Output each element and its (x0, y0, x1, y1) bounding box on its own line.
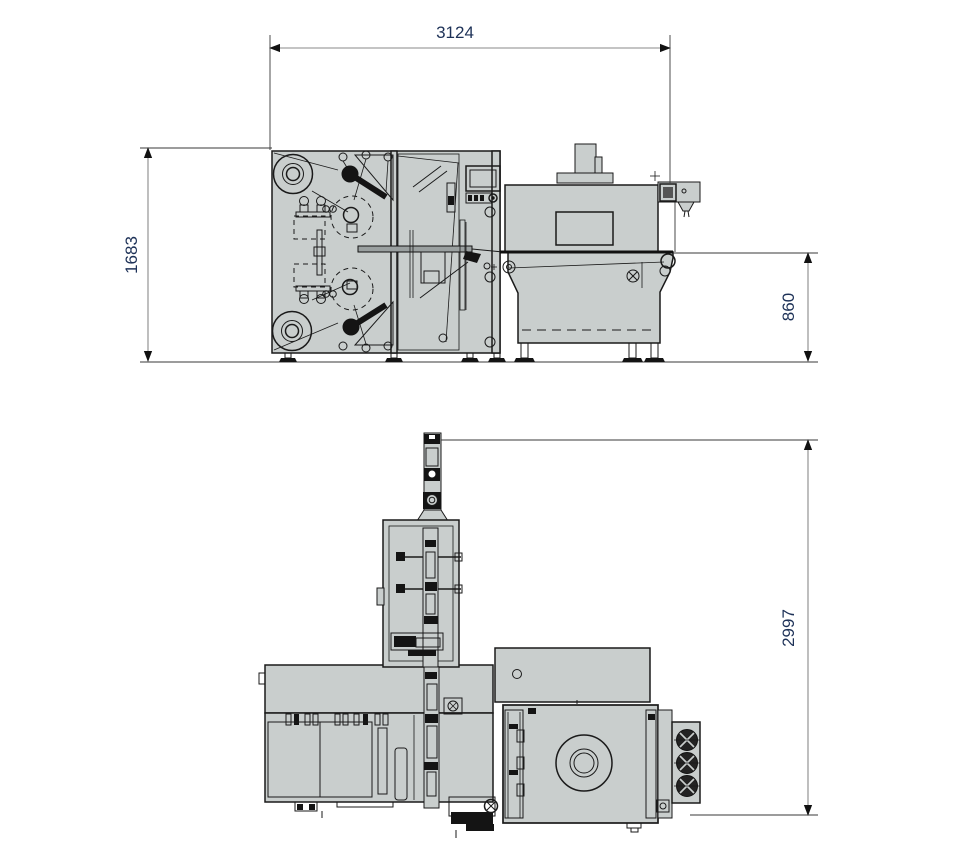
film-spreader-wheel-top (330, 195, 374, 239)
cooling-fan-bank (671, 721, 701, 804)
film-reel-top (272, 153, 314, 195)
fan-2 (674, 752, 700, 774)
dim-label-height: 1683 (122, 236, 141, 274)
belt-tension-knob (626, 262, 643, 288)
tunnel-window (555, 211, 614, 246)
film-spreader-wheel-bottom (330, 267, 374, 311)
dancer-arm-bottom (342, 300, 394, 346)
outfeed-table-block (494, 647, 651, 704)
sealing-cabinet-plan (376, 519, 463, 668)
film-arm (416, 432, 449, 524)
dimension-belt-height: 860 (673, 252, 818, 362)
tunnel-fan-circle (555, 734, 613, 792)
dimension-overall-height: 1683 (122, 147, 272, 362)
film-wrapper-cabinet (271, 150, 504, 354)
fan-3 (674, 775, 700, 797)
center-mechanism-column (423, 666, 499, 838)
shrink-tunnel (500, 143, 701, 362)
control-panel (465, 165, 501, 204)
side-elevation-view (140, 143, 818, 363)
cabinet-feet (279, 352, 506, 362)
top-plan-view (258, 432, 701, 838)
dim-label-width: 3124 (436, 23, 474, 42)
tunnel-feet (514, 342, 665, 362)
film-reel-bottom (271, 310, 313, 352)
exit-bracket (657, 181, 701, 252)
fan-1 (674, 729, 700, 751)
dancer-arm-top (341, 154, 394, 202)
dimension-overall-depth: 2997 (441, 439, 818, 816)
blower-motor (556, 143, 614, 184)
work-table (357, 245, 473, 253)
dim-label-belt-height: 860 (779, 293, 798, 321)
dim-label-depth: 2997 (779, 609, 798, 647)
infeed-conveyor-block (258, 664, 494, 818)
dimension-overall-width: 3124 (269, 23, 671, 183)
shrink-tunnel-plan (502, 704, 673, 833)
